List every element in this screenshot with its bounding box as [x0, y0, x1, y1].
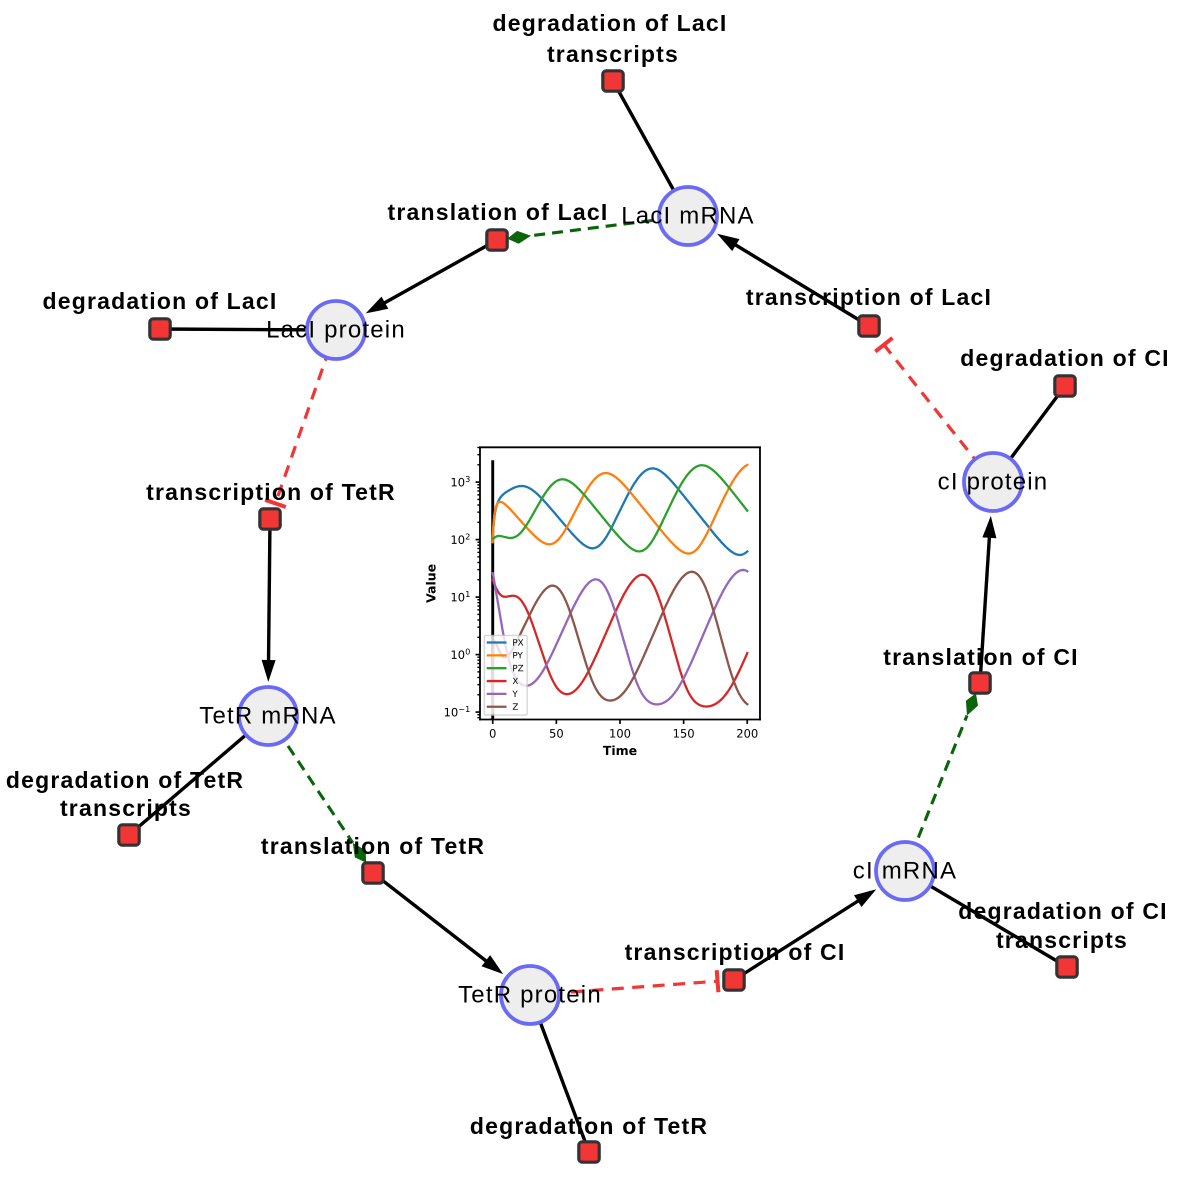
svg-text:transcripts: transcripts: [996, 927, 1128, 953]
svg-text:transcripts: transcripts: [547, 41, 679, 67]
svg-text:transcription of LacI: transcription of LacI: [746, 284, 992, 310]
svg-text:translation of CI: translation of CI: [883, 644, 1078, 670]
svg-text:LacI mRNA: LacI mRNA: [621, 203, 755, 230]
svg-text:TetR protein: TetR protein: [458, 982, 602, 1009]
svg-text:cI mRNA: cI mRNA: [853, 858, 957, 885]
svg-text:LacI protein: LacI protein: [266, 317, 406, 344]
svg-text:degradation of LacI: degradation of LacI: [43, 288, 278, 314]
svg-text:degradation of TetR: degradation of TetR: [470, 1113, 708, 1139]
svg-text:transcription of CI: transcription of CI: [625, 939, 846, 965]
svg-text:degradation of CI: degradation of CI: [960, 345, 1170, 371]
svg-text:cI protein: cI protein: [938, 469, 1049, 496]
svg-text:degradation of TetR: degradation of TetR: [6, 767, 244, 793]
svg-text:TetR mRNA: TetR mRNA: [199, 703, 336, 730]
svg-text:degradation of CI: degradation of CI: [958, 898, 1168, 924]
svg-text:translation of TetR: translation of TetR: [261, 833, 485, 859]
svg-text:degradation of LacI: degradation of LacI: [493, 10, 728, 36]
svg-text:translation of LacI: translation of LacI: [388, 199, 609, 225]
svg-text:transcripts: transcripts: [60, 795, 192, 821]
svg-text:transcription of TetR: transcription of TetR: [146, 479, 396, 505]
